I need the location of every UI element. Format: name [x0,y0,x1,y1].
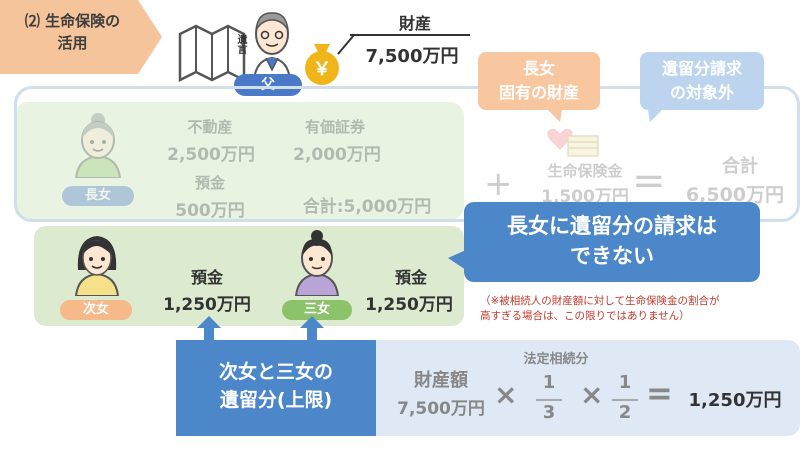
father-label: 父 [234,74,302,96]
eldest-deposit-label: 預金 [194,174,225,192]
eldest-subtotal: 合計:5,000万円 [302,197,432,217]
times-sign: × [494,378,518,411]
up-arrow-icon [300,316,324,344]
assets-title: 財産 [398,14,431,33]
will-label: 遺言 [235,34,246,54]
legal-share-label: 法定相続分 [523,352,589,367]
times-sign: × [580,378,604,411]
securities-value: 2,000万円 [293,145,381,165]
third-daughter-avatar [294,230,340,296]
real-estate-label: 不動産 [187,118,233,136]
up-arrow-icon [197,316,221,344]
total-label: 合計 [722,156,758,177]
second-daughter-deposit-value: 1,250万円 [163,295,251,315]
formula-assets-value: 7,500万円 [397,399,485,419]
excluded-from-claim-callout: 遺留分請求 の対象外 [640,52,764,122]
money-bag-icon: ￥ [298,38,346,86]
eldest-deposit-value: 500万円 [175,201,245,221]
plus-sign: + [484,164,513,204]
fraction-1-numerator: 1 [542,372,556,393]
second-daughter-deposit-label: 預金 [190,268,223,287]
real-estate-value: 2,500万円 [167,145,255,165]
assets-value: 7,500万円 [365,46,459,67]
eldest-daughter-label: 長女 [62,186,134,206]
equals-sign: = [632,158,666,204]
formula-equals-sign: = [646,374,673,412]
life-insurance-label: 生命保険金 [547,162,623,180]
fraction-2-denominator: 2 [618,402,632,423]
life-insurance-value: 1,500万円 [541,187,629,204]
yen-symbol: ￥ [313,59,331,80]
fraction-2-numerator: 1 [618,372,632,393]
third-daughter-deposit-value: 1,250万円 [365,295,453,315]
assets-pointer-line [337,34,355,55]
eldest-total-outline [14,86,800,222]
third-daughter-deposit-label: 預金 [394,268,427,287]
section-tab [0,0,162,74]
assets-underline [350,34,470,36]
fraction-1-denominator: 3 [542,402,556,423]
cash-gift-icon [547,128,599,157]
securities-label: 有価証券 [304,118,365,136]
fraction-1-bar [536,399,562,401]
insurance-ratio-note: （※被相続人の財産額に対して生命保険金の割合が 高すぎる場合は、この限りではあり… [480,295,720,322]
second-daughter-avatar [74,236,120,296]
second-daughter-label: 次女 [60,300,132,320]
fraction-2-bar [612,399,638,401]
eldest-daughter-avatar [74,113,122,178]
father-avatar [252,12,292,80]
formula-assets-label: 財産額 [414,370,468,391]
no-claim-callout: 長女に遺留分の請求は できない [448,202,760,282]
eldest-own-property-callout: 長女 固有の財産 [478,52,600,122]
reserved-share-result: 1,250万円 [688,390,782,411]
third-daughter-label: 三女 [282,300,352,320]
total-value: 6,500万円 [685,184,785,206]
section-title: ⑵ 生命保険の 活用 [24,12,121,52]
eldest-assets-panel [14,102,464,220]
reserved-share-box: 次女と三女の 遺留分(上限) [176,340,376,436]
